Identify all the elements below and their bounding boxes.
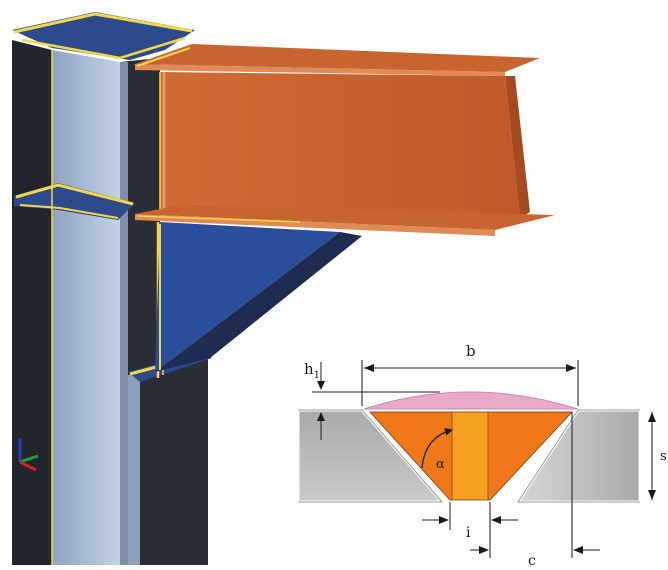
haunch-plate <box>155 222 340 372</box>
h1-label-sub: 1 <box>314 370 320 381</box>
beam-top-flange-edge <box>135 64 505 76</box>
weld-reinforcement <box>363 391 579 410</box>
i-label: i <box>466 525 471 541</box>
xyz-axis-icon <box>18 438 39 472</box>
b-label: b <box>466 342 476 360</box>
weld-root <box>452 412 488 500</box>
beam-bottom-flange <box>135 205 555 230</box>
haunch-shadow <box>155 232 362 372</box>
top-cap-weld <box>13 12 193 34</box>
c-arrow-left <box>479 546 489 554</box>
column-mid-stiffener <box>14 183 135 220</box>
i-arrow-left <box>439 516 449 524</box>
beam-top-flange <box>135 44 540 72</box>
mid-stiffener-weld <box>15 183 134 206</box>
angle-arc <box>421 427 453 469</box>
column-lower-right-face <box>128 373 140 565</box>
weld-metal-outline <box>369 411 573 501</box>
b-arrow-left <box>364 364 374 372</box>
s-arrow-top <box>648 412 656 422</box>
column-web <box>52 50 120 565</box>
h1-label-main: h <box>304 360 314 378</box>
mid-stiffener-weld-2 <box>19 204 119 219</box>
beam-bottom-flange-weld <box>136 215 301 223</box>
left-plate-outline <box>298 409 444 503</box>
beam-web <box>160 72 520 218</box>
c-label: c <box>528 553 536 569</box>
column-left-flange <box>12 40 52 565</box>
beam-haunch <box>155 222 362 372</box>
steel-column <box>12 12 212 565</box>
c-arrow-right <box>573 546 583 554</box>
beam-web-end <box>505 76 530 218</box>
beam-top-flange-weld <box>136 47 191 67</box>
h1-label: h1 <box>304 360 320 381</box>
h1-arrowhead-bottom <box>317 412 325 421</box>
butt-weld-section: α b h1 s i c <box>296 342 667 569</box>
orange-i-beam <box>135 44 555 236</box>
s-label: s <box>660 449 667 464</box>
s-arrow-bottom <box>648 490 656 500</box>
angle-label: α <box>436 457 445 472</box>
b-arrow-right <box>566 364 576 372</box>
top-cap-weld-2 <box>21 36 186 60</box>
column-flange-edge <box>120 62 128 565</box>
right-plate-outline <box>517 409 640 503</box>
i-arrow-right <box>491 516 501 524</box>
column-lower-right <box>128 358 208 565</box>
h1-arrowhead-top <box>317 381 325 390</box>
